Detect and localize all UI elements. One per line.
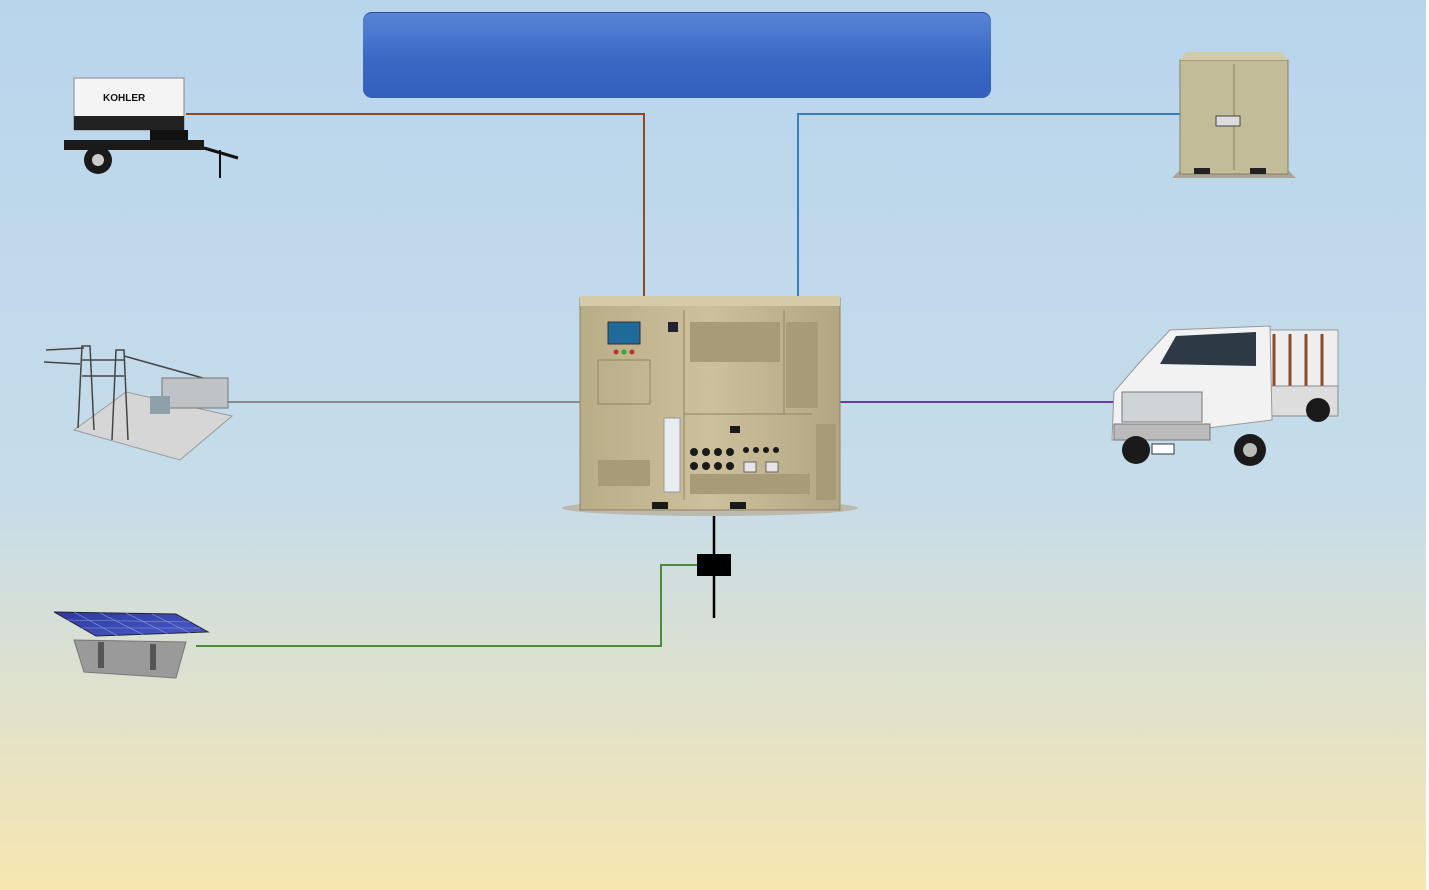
- pad-mount-transformer-icon: [1172, 52, 1296, 178]
- transformer-connection-line: [797, 113, 1180, 298]
- substation-icon: [43, 345, 234, 461]
- utility-truck-icon: [1111, 325, 1339, 466]
- power-conversion-cabinet-icon: [562, 296, 858, 516]
- generator-connection-line: [186, 113, 645, 298]
- title-banner: [363, 12, 991, 98]
- breaker-box-icon: [697, 554, 731, 576]
- solar-array-icon: [53, 611, 210, 679]
- page-edge: [1426, 0, 1429, 890]
- towable-generator-icon: KOHLER: [64, 77, 239, 178]
- generator-brand-label: KOHLER: [103, 93, 146, 104]
- solar-connection-line: [196, 564, 698, 647]
